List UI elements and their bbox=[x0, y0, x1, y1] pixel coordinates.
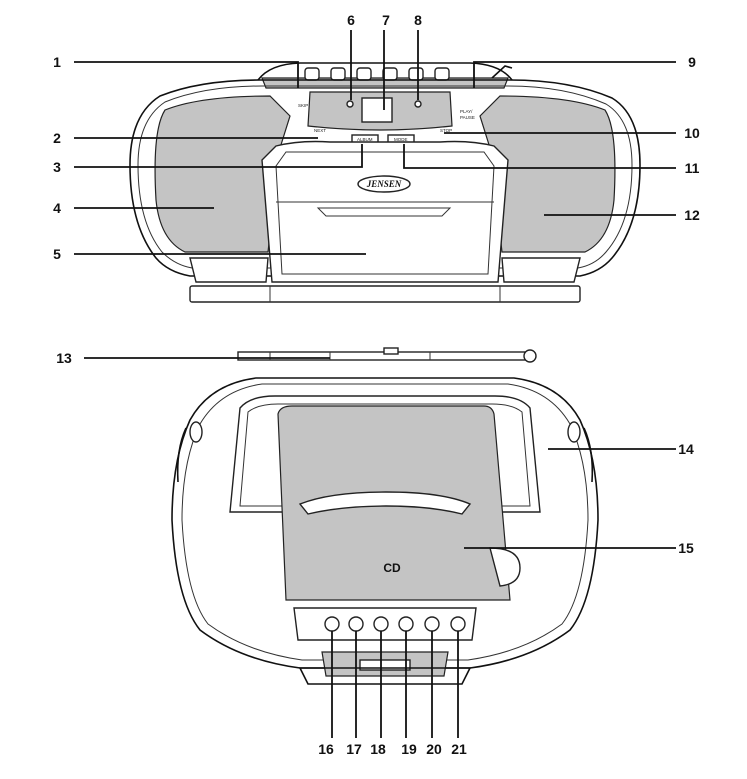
base-front bbox=[298, 667, 472, 685]
cassette-eject-slot bbox=[316, 207, 452, 217]
skip-back-label: SKIP bbox=[298, 103, 308, 108]
button-20[interactable] bbox=[424, 616, 440, 632]
cd-open-tab bbox=[489, 547, 521, 587]
callout-6: 6 bbox=[347, 12, 355, 28]
callout-numbers: 1 2 3 4 5 6 7 8 9 10 11 12 13 14 15 16 1… bbox=[53, 12, 700, 757]
callout-17: 17 bbox=[346, 741, 362, 757]
callout-12: 12 bbox=[684, 207, 700, 223]
cd-door-grip bbox=[298, 491, 472, 515]
callout-15: 15 bbox=[678, 540, 694, 556]
callout-10: 10 bbox=[684, 125, 700, 141]
right-indicator bbox=[414, 100, 422, 108]
brand-logo-badge bbox=[357, 175, 411, 193]
top-view: CD bbox=[171, 347, 599, 685]
right-speaker-grille bbox=[479, 95, 616, 253]
antenna-tip bbox=[491, 65, 513, 79]
antenna-pivot bbox=[523, 349, 537, 363]
front-body-inner bbox=[137, 85, 633, 269]
callout-4: 4 bbox=[53, 200, 61, 216]
callout-21: 21 bbox=[451, 741, 467, 757]
left-speaker-grille bbox=[154, 95, 291, 253]
cd-mark: CD bbox=[383, 561, 401, 575]
front-base bbox=[189, 285, 581, 303]
button-19[interactable] bbox=[398, 616, 414, 632]
button-18[interactable] bbox=[373, 616, 389, 632]
callout-7: 7 bbox=[382, 12, 390, 28]
play-pause-label-2: PAUSE bbox=[460, 115, 475, 120]
front-view: SKIP NEXT PLAY/ PAUSE STOP ALBUM MODE JE… bbox=[129, 62, 641, 303]
leader-lines bbox=[74, 30, 676, 738]
top-handle bbox=[257, 62, 513, 81]
callout-11: 11 bbox=[685, 160, 700, 176]
stop-label: STOP bbox=[440, 128, 452, 133]
callout-13: 13 bbox=[56, 350, 72, 366]
brand-logo: JENSEN bbox=[366, 179, 402, 189]
callout-9: 9 bbox=[688, 54, 696, 70]
callout-18: 18 bbox=[370, 741, 386, 757]
skip-next-label: NEXT bbox=[314, 128, 326, 133]
mode-label: MODE bbox=[394, 137, 408, 142]
left-indicator bbox=[346, 100, 354, 108]
button-17[interactable] bbox=[348, 616, 364, 632]
button-16[interactable] bbox=[324, 616, 340, 632]
callout-3: 3 bbox=[53, 159, 61, 175]
callout-5: 5 bbox=[53, 246, 61, 262]
lcd-display bbox=[361, 97, 393, 123]
callout-20: 20 bbox=[426, 741, 442, 757]
play-pause-label-1: PLAY/ bbox=[460, 109, 473, 114]
callout-16: 16 bbox=[318, 741, 334, 757]
cassette-door-inner bbox=[275, 151, 495, 275]
callout-8: 8 bbox=[414, 12, 422, 28]
front-body bbox=[129, 79, 641, 277]
cassette-door bbox=[261, 140, 509, 283]
top-body-inner bbox=[181, 383, 589, 661]
album-label: ALBUM bbox=[357, 137, 373, 142]
callout-14: 14 bbox=[678, 441, 694, 457]
callout-19: 19 bbox=[401, 741, 417, 757]
right-vent bbox=[501, 257, 581, 283]
callout-1: 1 bbox=[53, 54, 61, 70]
callout-2: 2 bbox=[53, 130, 61, 146]
left-vent bbox=[189, 257, 269, 283]
button-21[interactable] bbox=[450, 616, 466, 632]
